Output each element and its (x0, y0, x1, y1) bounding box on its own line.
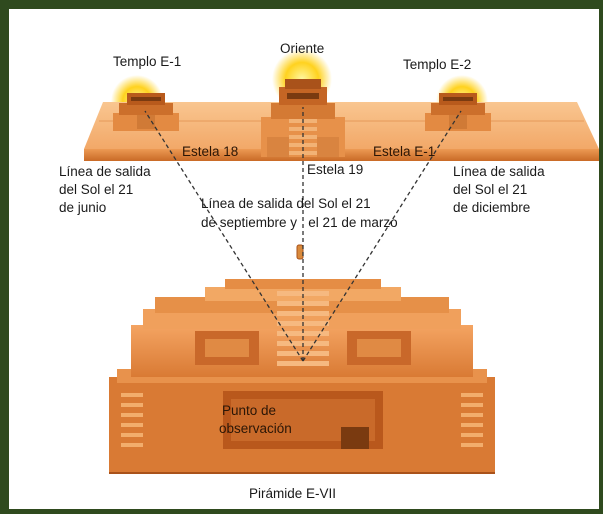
temple-e1 (113, 93, 179, 131)
label-stela-e1: Estela E-1 (373, 144, 436, 159)
label-pyramid: Pirámide E-VII (249, 486, 337, 501)
label-sunrise-december-2: del Sol el 21 (453, 182, 528, 197)
diagram-frame: Templo E-1 Oriente Templo E-2 Estela 18 … (9, 9, 599, 509)
label-temple-e1: Templo E-1 (113, 54, 182, 69)
label-sunrise-june-3: de junio (59, 200, 107, 215)
pyramid-e-vii (109, 279, 495, 474)
stela-marker (296, 244, 304, 260)
label-oriente: Oriente (280, 41, 325, 56)
sight-lines (144, 107, 462, 362)
label-observation-point-1: Punto de (222, 403, 277, 418)
temple-central (261, 79, 345, 157)
label-sunrise-equinox-1: Línea de salida del Sol el 21 (201, 196, 371, 211)
label-sunrise-equinox-2: de septiembre y el 21 de marzo (201, 215, 398, 230)
temple-e2 (425, 93, 491, 131)
label-sunrise-december-3: de diciembre (453, 200, 531, 215)
sightline-june (144, 110, 304, 362)
label-sunrise-june-1: Línea de salida (59, 164, 151, 179)
label-sunrise-december-1: Línea de salida (453, 164, 545, 179)
label-temple-e2: Templo E-2 (403, 57, 472, 72)
diagram-illustration (84, 49, 599, 474)
sightline-december (302, 110, 462, 362)
label-stela-18: Estela 18 (182, 144, 239, 159)
label-stela-19: Estela 19 (307, 162, 364, 177)
label-observation-point-2: observación (219, 421, 292, 436)
label-sunrise-june-2: del Sol el 21 (59, 182, 134, 197)
